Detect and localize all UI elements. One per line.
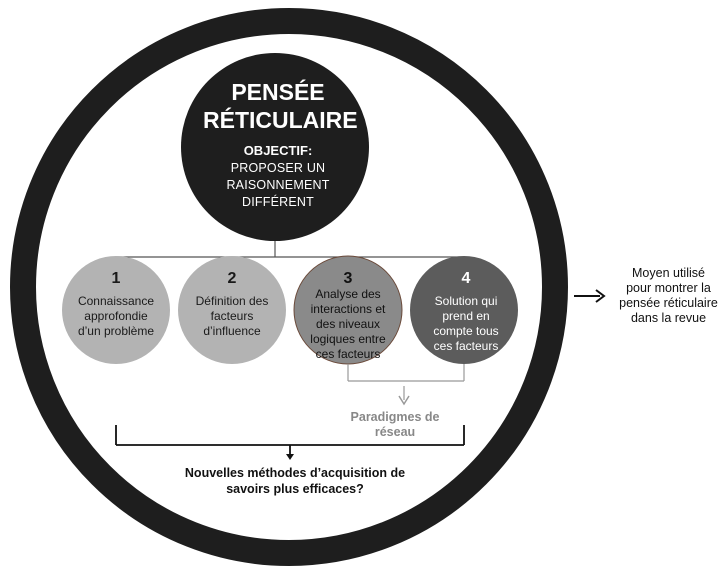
stage-4-number: 4 (461, 270, 471, 287)
conclusion-line-2: savoirs plus efficaces? (226, 482, 364, 496)
outer-ring (10, 8, 568, 566)
stage-2-text: Définition des facteurs d’influence (184, 294, 280, 339)
side-note: Moyen utilisé pour montrer la pensée rét… (610, 266, 727, 326)
paradigm-label: Paradigmes de réseau (330, 410, 460, 440)
stage-4-line-3: compte tous (433, 324, 499, 338)
center-title-line-2: RÉTICULAIRE (203, 107, 358, 133)
objective-text: PROPOSER UN RAISONNEMENT DIFFÉRENT (213, 160, 343, 211)
center-title-line-1: PENSÉE (231, 79, 325, 105)
objective-line-3: DIFFÉRENT (242, 195, 314, 209)
stage-2-line-2: facteurs (210, 309, 254, 323)
center-circle (181, 53, 369, 241)
conclusion-arrow-head (286, 454, 294, 460)
stage-circle-2 (178, 256, 286, 364)
stage-1-line-1: Connaissance (77, 294, 155, 308)
center-title: PENSÉE RÉTICULAIRE (203, 78, 358, 134)
objective-line-1: PROPOSER UN (230, 161, 326, 175)
stage-2-line-1: Définition des (195, 294, 269, 308)
stage-3-line-3: des niveaux (315, 317, 381, 331)
stage-connectors (115, 241, 465, 268)
objective-label: OBJECTIF: (243, 143, 313, 158)
stage-3-number: 3 (343, 270, 353, 287)
side-note-line-3: pensée réticulaire (619, 296, 718, 310)
paradigm-bracket (347, 364, 465, 400)
paradigm-line-1: Paradigmes de (350, 410, 440, 424)
stage-1-line-3: d’un problème (77, 324, 155, 338)
conclusion-bracket (115, 425, 465, 457)
stage-3-text: Analyse des interactions et des niveaux … (298, 287, 398, 362)
side-note-line-1: Moyen utilisé (632, 266, 705, 280)
stage-circle-4 (410, 256, 518, 364)
side-arrow-head (595, 289, 606, 303)
stage-4-line-2: prend en (442, 309, 490, 323)
stage-3-line-2: interactions et (310, 302, 386, 316)
stage-circle-1 (62, 256, 170, 364)
stage-1-text: Connaissance approfondie d’un problème (68, 294, 164, 339)
stage-3-line-4: logiques entre (310, 332, 386, 346)
side-note-line-4: dans la revue (630, 311, 707, 325)
stage-1-line-2: approfondie (84, 309, 148, 323)
paradigm-line-2: réseau (374, 425, 416, 439)
stage-2-number: 2 (227, 270, 237, 287)
stage-3-line-1: Analyse des (315, 287, 381, 301)
stage-4-text: Solution qui prend en compte tous ces fa… (418, 294, 514, 354)
stage-2-line-3: d’influence (203, 324, 261, 338)
stage-3-line-5: ces facteurs (315, 347, 381, 361)
stage-4-line-4: ces facteurs (433, 339, 499, 353)
side-note-line-2: pour montrer la (626, 281, 711, 295)
conclusion-text: Nouvelles méthodes d’acquisition de savo… (150, 465, 440, 497)
stage-1-number: 1 (111, 270, 121, 287)
stage-4-line-1: Solution qui (434, 294, 498, 308)
paradigm-arrow-head (398, 395, 410, 406)
conclusion-line-1: Nouvelles méthodes d’acquisition de (184, 466, 406, 480)
objective-line-2: RAISONNEMENT (226, 178, 330, 192)
